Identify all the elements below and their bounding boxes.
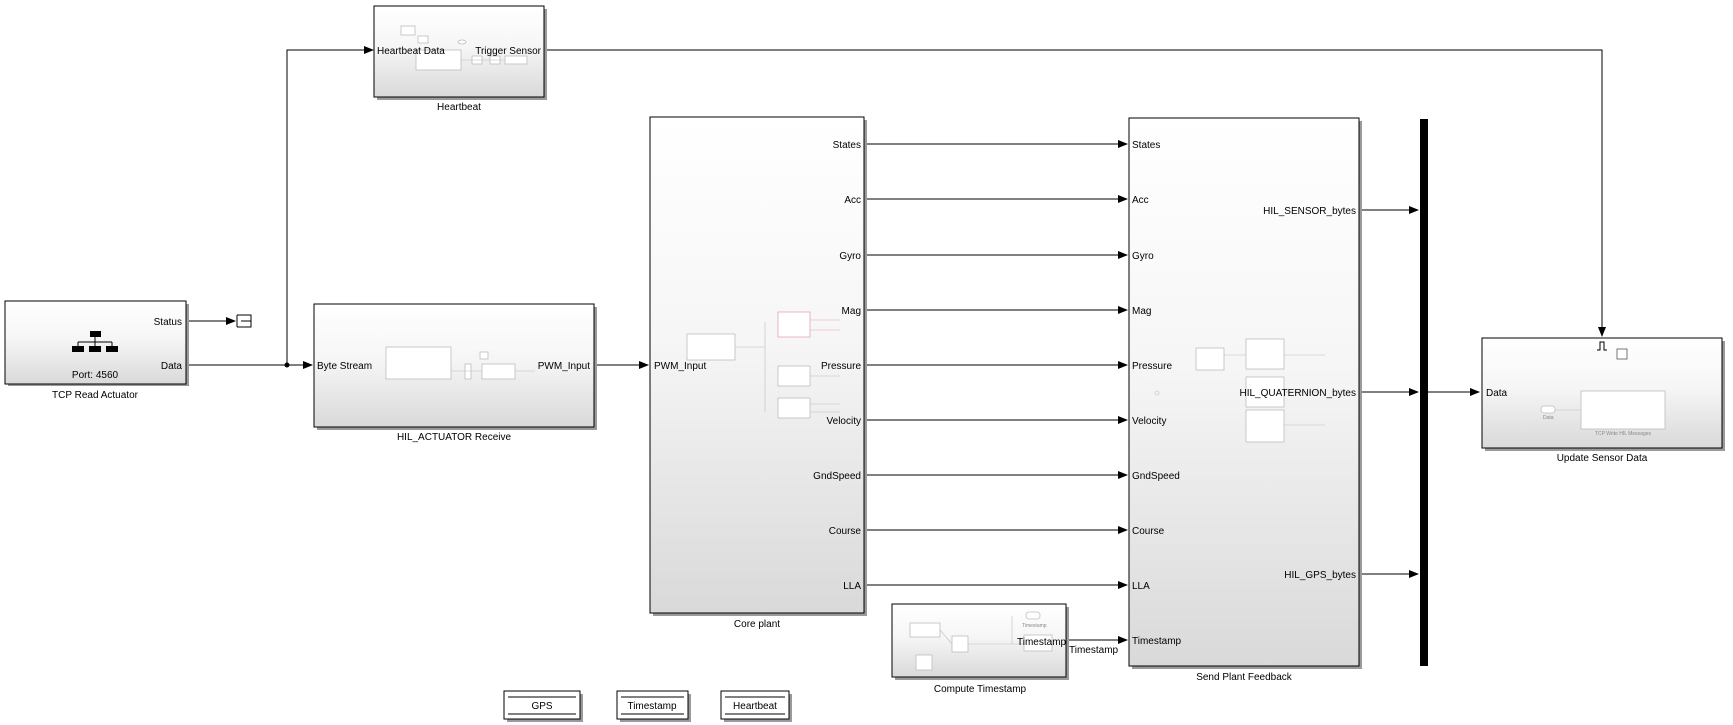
update-inner-port: Data [1543,415,1554,421]
port-label-pressure-out: Pressure [821,361,861,372]
heartbeat-inner-diagram [400,25,528,71]
goto-tag-label-gps: GPS [531,701,552,712]
signal-lines [187,46,1606,644]
timestamp-inner-diagram: Timestamp [909,611,1053,671]
port-label-hil-gps-bytes: HIL_GPS_bytes [1284,570,1356,581]
update-inner-diagram: Data TCP Write HIL Messages [1540,390,1666,437]
block-name-hil-actuator-receive: HIL_ACTUATOR Receive [397,432,512,443]
compute-timestamp-block[interactable]: Timestamp Timestamp Timestamp [891,603,1119,680]
hil-actuator-receive-block[interactable]: Byte Stream PWM_Input [313,303,597,430]
port-label-pwm-input-out: PWM_Input [538,361,590,372]
network-icon [72,331,118,352]
port-label: Port: 4560 [72,370,119,381]
enable-box [1616,348,1628,360]
port-label-pressure-in: Pressure [1132,361,1172,372]
port-label-status: Status [154,317,182,328]
port-label-lla-in: LLA [1132,581,1150,592]
core-plant-block[interactable]: PWM_Input States Acc Gyro Mag Pressure V… [649,116,867,616]
feedback-inner-diagram [1154,338,1325,443]
update-inner-block: TCP Write HIL Messages [1595,431,1652,437]
terminator-block[interactable] [236,314,252,328]
port-label-velocity-in: Velocity [1132,416,1166,427]
port-label-states-in: States [1132,140,1160,151]
port-label-acc-out: Acc [844,195,861,206]
port-label-hil-sensor-bytes: HIL_SENSOR_bytes [1263,206,1356,217]
port-label-states-out: States [833,140,861,151]
port-label-timestamp-out: Timestamp [1069,645,1119,656]
port-label-trigger-sensor: Trigger Sensor [475,46,541,57]
port-label-gndspeed-out: GndSpeed [813,471,861,482]
block-name-heartbeat: Heartbeat [437,102,481,113]
port-label-timestamp-in: Timestamp [1132,636,1182,647]
timestamp-inner-port: Timestamp [1017,637,1067,648]
block-name-tcp-read-actuator: TCP Read Actuator [52,390,139,401]
wire-trigger-sensor[interactable] [544,49,1606,337]
goto-tag-heartbeat[interactable]: Heartbeat [720,690,792,722]
port-label-lla-out: LLA [843,581,861,592]
port-label-gyro-in: Gyro [1132,251,1154,262]
update-sensor-data-block[interactable]: Data TCP Write HIL Messages Data [1481,337,1725,451]
goto-tag-label-heartbeat: Heartbeat [733,701,777,712]
port-label-heartbeat-data: Heartbeat Data [377,46,445,57]
core-plant-inner-diagram [686,311,840,419]
timestamp-inner-label: Timestamp [1022,623,1047,629]
port-label-byte-stream: Byte Stream [317,361,372,372]
block-name-update-sensor-data: Update Sensor Data [1557,453,1648,464]
goto-tag-timestamp[interactable]: Timestamp [616,690,691,722]
goto-tag-label-timestamp: Timestamp [627,701,677,712]
port-label-gndspeed-in: GndSpeed [1132,471,1180,482]
goto-tag-gps[interactable]: GPS [503,690,583,722]
port-label-mag-out: Mag [842,306,861,317]
port-label-acc-in: Acc [1132,195,1149,206]
port-label-course-out: Course [829,526,862,537]
port-label-hil-quaternion-bytes: HIL_QUATERNION_bytes [1239,388,1356,399]
wire-data-to-heartbeat[interactable] [286,46,374,365]
port-label-velocity-out: Velocity [827,416,861,427]
mux-bar[interactable] [1420,119,1428,666]
port-label-data-in: Data [1486,388,1508,399]
port-label-mag-in: Mag [1132,306,1151,317]
tcp-read-actuator-block[interactable]: Port: 4560 Status Data [4,300,189,386]
block-name-send-plant-feedback: Send Plant Feedback [1196,672,1293,683]
heartbeat-block[interactable]: Heartbeat Data Trigger Sensor [373,5,547,100]
actuator-inner-diagram [385,346,535,380]
block-name-compute-timestamp: Compute Timestamp [934,684,1027,695]
send-plant-feedback-block[interactable]: States Acc Gyro Mag Pressure Velocity Gn… [1128,117,1362,669]
port-label-data: Data [161,361,183,372]
port-label-gyro-out: Gyro [839,251,861,262]
port-label-pwm-input-in: PWM_Input [654,361,706,372]
port-label-course-in: Course [1132,526,1165,537]
block-name-core-plant: Core plant [734,619,780,630]
trigger-icon [1597,341,1607,351]
